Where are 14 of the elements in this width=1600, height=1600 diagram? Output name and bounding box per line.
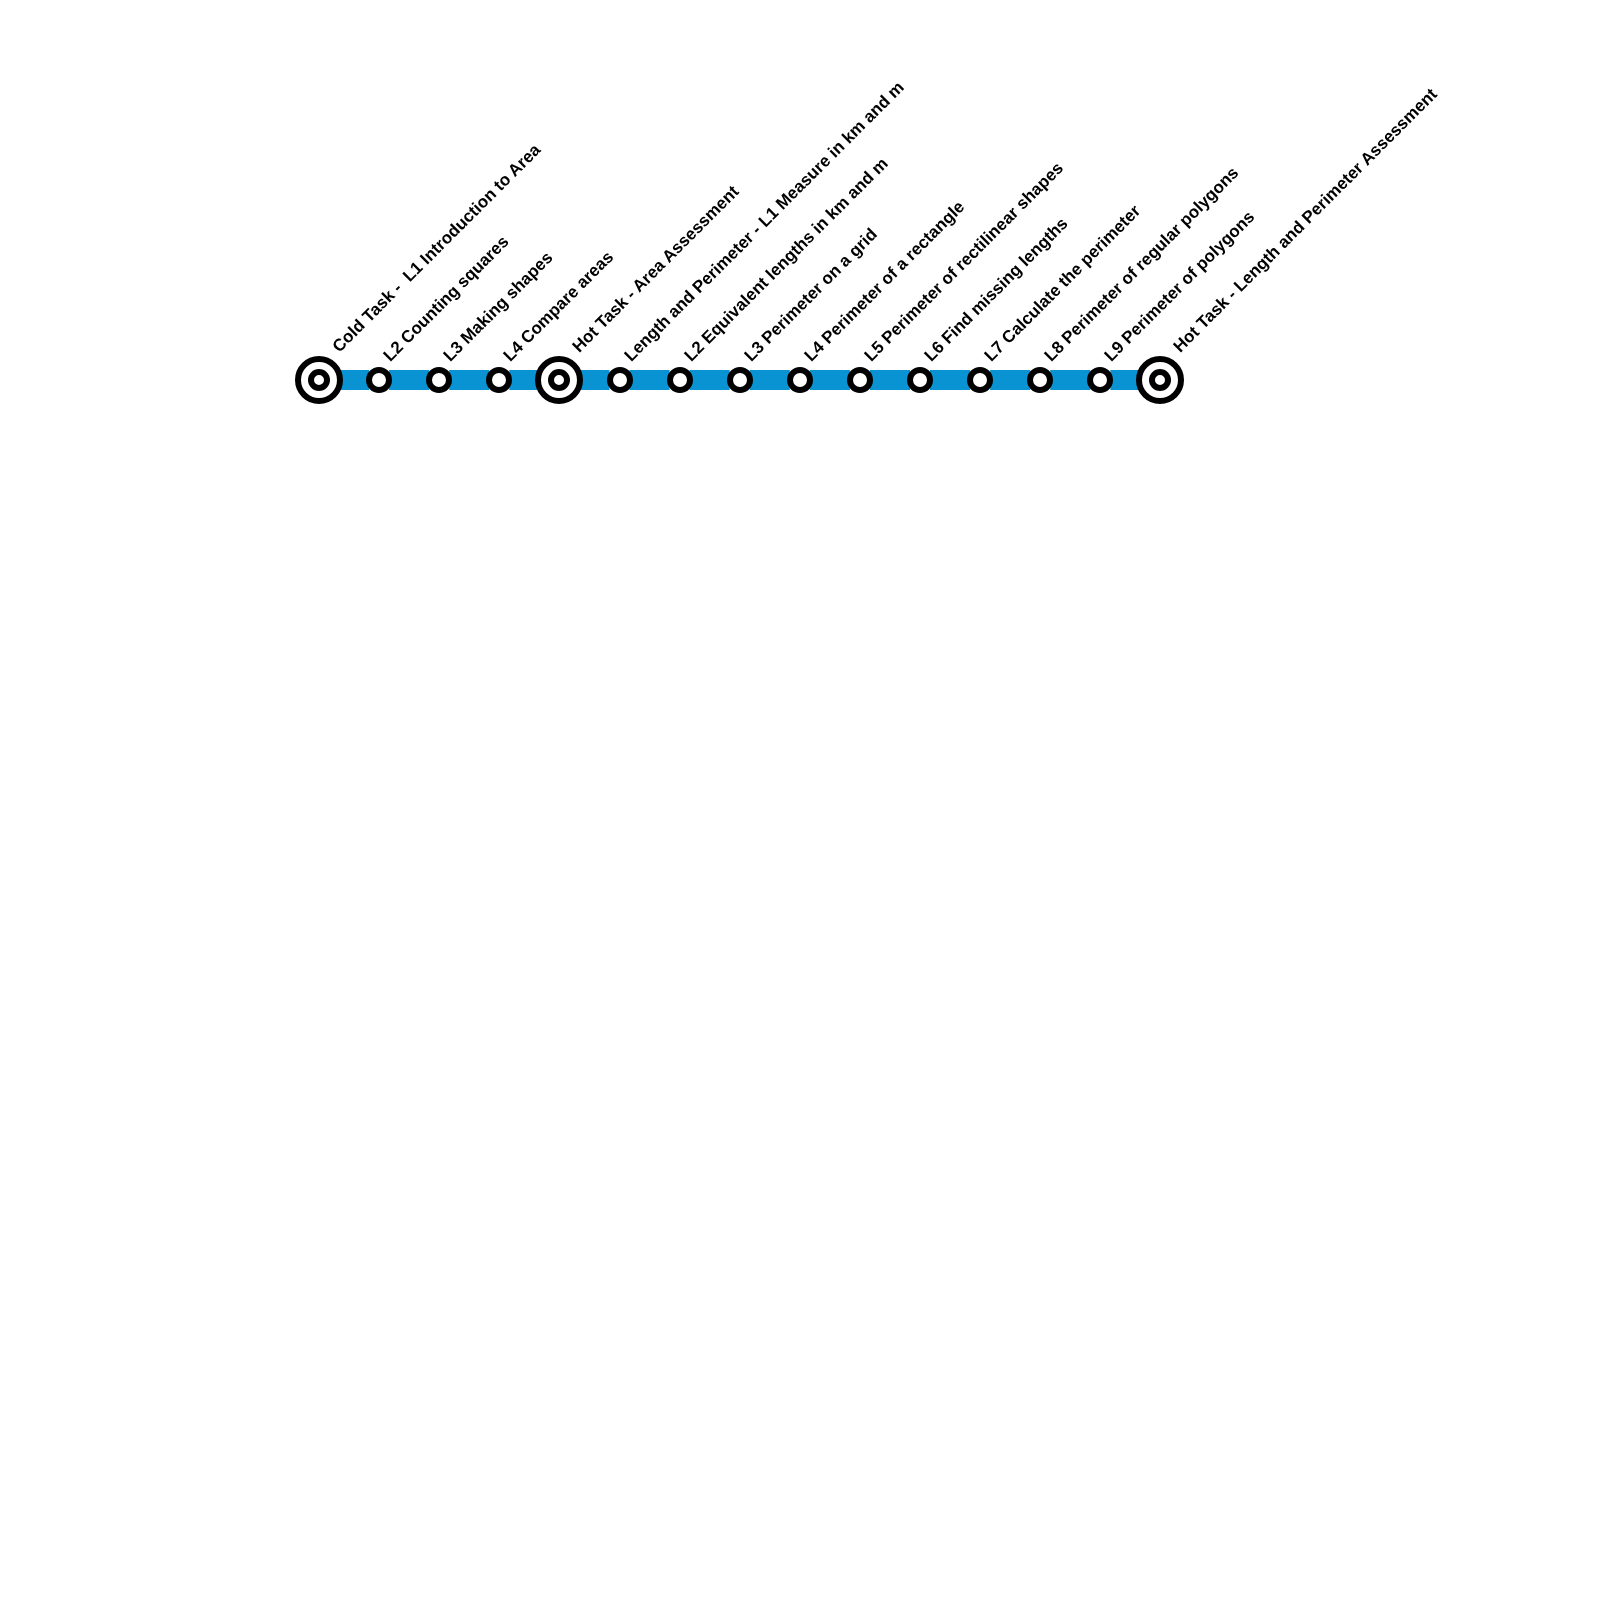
route-line — [449, 370, 490, 390]
route-line — [990, 370, 1031, 390]
route-line — [809, 370, 850, 390]
route-line — [340, 370, 370, 390]
route-line — [749, 370, 790, 390]
route-line — [509, 370, 539, 390]
route-line — [689, 370, 730, 390]
route-line — [580, 370, 610, 390]
route-line — [629, 370, 670, 390]
route-line — [869, 370, 910, 390]
route-line — [930, 370, 971, 390]
route-line — [1110, 370, 1140, 390]
route-line — [1050, 370, 1091, 390]
route-line — [389, 370, 430, 390]
